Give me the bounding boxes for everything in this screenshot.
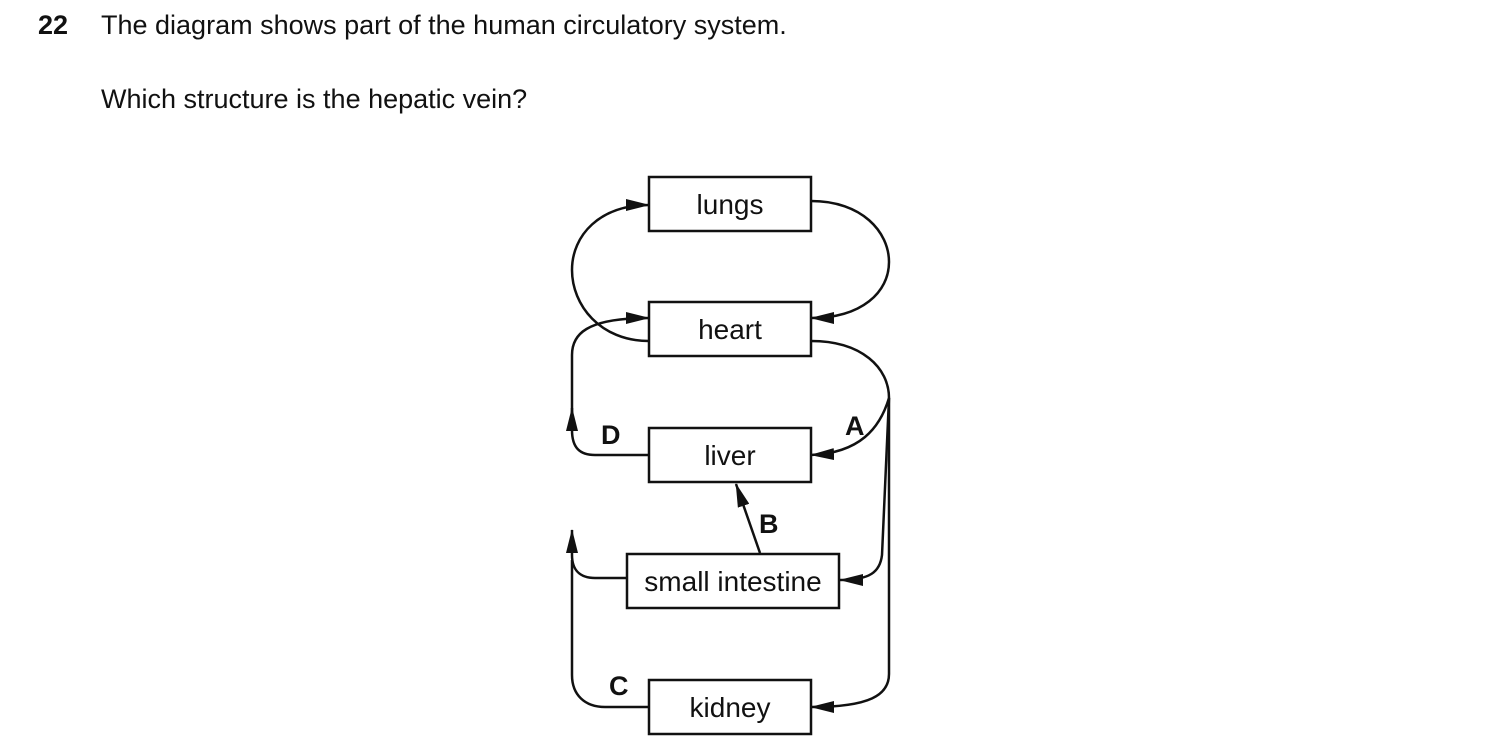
label-B: B bbox=[759, 509, 779, 539]
question-number: 22 bbox=[38, 10, 69, 40]
organ-liver: liver bbox=[647, 426, 813, 484]
vessel-B-to-liver bbox=[734, 483, 762, 554]
vessel-aorta-trunk bbox=[810, 339, 891, 674]
organ-heart-label: heart bbox=[698, 314, 762, 345]
organ-lungs: lungs bbox=[647, 175, 813, 233]
question-text: The diagram shows part of the human circ… bbox=[101, 10, 787, 40]
vessel-lungs-to-heart bbox=[810, 199, 891, 324]
vessel-A-to-liver bbox=[810, 397, 891, 461]
vessel-heart-to-lungs bbox=[570, 199, 650, 343]
vessel-D-from-liver bbox=[566, 407, 649, 457]
vessel-from-small-intestine bbox=[566, 529, 627, 580]
organ-small-intestine-label: small intestine bbox=[644, 566, 821, 597]
vessel-C-from-kidney bbox=[570, 560, 649, 709]
vessel-to-kidney bbox=[810, 673, 891, 713]
label-D: D bbox=[601, 420, 621, 450]
vessel-to-small-intestine bbox=[839, 397, 891, 586]
organ-liver-label: liver bbox=[704, 440, 755, 471]
organ-kidney: kidney bbox=[647, 678, 813, 736]
question-prompt: Which structure is the hepatic vein? bbox=[101, 84, 528, 114]
organ-kidney-label: kidney bbox=[690, 692, 771, 723]
label-A: A bbox=[845, 411, 865, 441]
vessel-vena-cava-into-heart bbox=[570, 312, 650, 420]
organ-lungs-label: lungs bbox=[697, 189, 764, 220]
label-C: C bbox=[609, 671, 629, 701]
organ-small-intestine: small intestine bbox=[625, 552, 841, 610]
organ-heart: heart bbox=[647, 300, 813, 358]
